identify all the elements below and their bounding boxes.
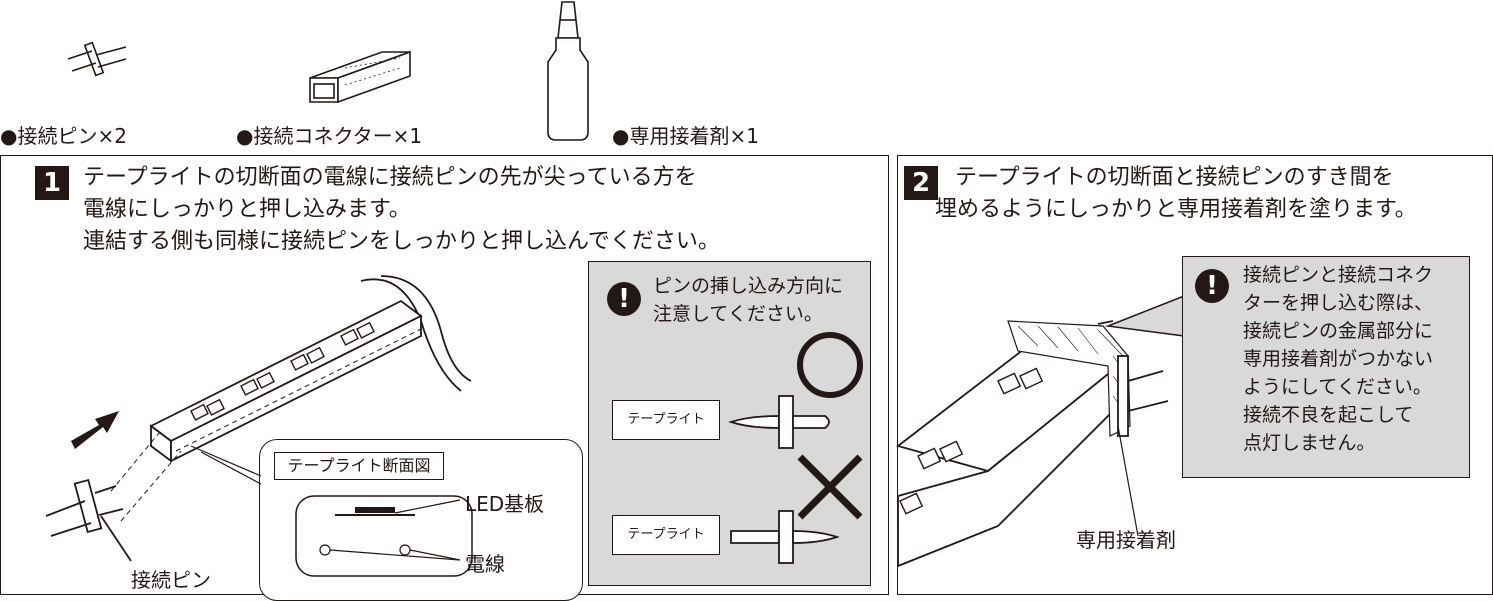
step2-panel: 2 テープライトの切断面と接続ピンのすき間を 埋めるようにしっかりと専用接着剤を… — [896, 155, 1493, 595]
wrong-pin-orientation — [730, 510, 840, 564]
connector-pin-illustration — [67, 41, 127, 77]
correct-tape-label: テープライト — [612, 400, 720, 440]
part-label-pin: ●接続ピン×2 — [0, 124, 127, 148]
warning-icon: ! — [1195, 269, 1229, 303]
step2-note-line4: 専用接着剤がつかない — [1243, 348, 1434, 370]
step2-note-line5: ようにしてください。 — [1243, 376, 1432, 398]
adhesive-application-illustration — [896, 320, 1169, 568]
adhesive-bottle-illustration — [547, 1, 589, 141]
tape-light-illustration — [45, 275, 472, 562]
step2-line1: テープライトの切断面と接続ピンのすき間を — [955, 165, 1394, 190]
cross-ng-icon — [797, 454, 863, 520]
step2-note-line1: 接続ピンと接続コネク — [1243, 264, 1434, 286]
part-label-adhesive: ●専用接着剤×1 — [612, 124, 759, 148]
warning-icon: ! — [607, 282, 641, 316]
push-arrow-icon — [71, 411, 119, 449]
step2-note-line2: ターを押し込む際は、 — [1243, 292, 1434, 314]
connector-illustration — [309, 50, 411, 104]
step1-note-box: ! ピンの挿し込み方向に 注意してください。 テープライト テープライト — [588, 261, 871, 586]
correct-pin-orientation — [728, 395, 830, 449]
circle-ok-icon — [797, 332, 863, 398]
step1-note-line2: 注意してください。 — [653, 303, 823, 325]
step1-line3: 連結する側も同様に接続ピンをしっかりと押し込んでください。 — [83, 229, 720, 254]
adhesive-callout: 専用接着剤 — [1076, 528, 1176, 552]
cross-section-title: テープライト断面図 — [274, 452, 444, 480]
step2-note-pointer — [1105, 294, 1186, 337]
cross-section-leaders — [329, 499, 461, 561]
step2-note-line7: 点灯しません。 — [1243, 432, 1376, 454]
pin-callout: 接続ピン — [131, 568, 211, 592]
step2-note-line3: 接続ピンの金属部分に — [1243, 320, 1434, 342]
cross-section-diagram — [295, 495, 473, 577]
step1-line2: 電線にしっかりと押し込みます。 — [83, 197, 411, 222]
step1-number: 1 — [35, 166, 69, 200]
wrong-tape-label: テープライト — [612, 515, 720, 555]
step1-note-line1: ピンの挿し込み方向に — [653, 275, 844, 297]
step2-note-line6: 接続不良を起こして — [1243, 404, 1414, 426]
cross-section-pointer — [190, 445, 262, 485]
wire-callout: 電線 — [465, 552, 505, 576]
step2-number: 2 — [904, 166, 938, 200]
part-label-connector: ●接続コネクター×1 — [236, 124, 423, 148]
step1-line1: テープライトの切断面の電線に接続ピンの先が尖っている方を — [83, 165, 697, 190]
step1-panel: 1 テープライトの切断面の電線に接続ピンの先が尖っている方を 電線にしっかりと押… — [0, 155, 889, 601]
step2-note-box: ! 接続ピンと接続コネク ターを押し込む際は、 接続ピンの金属部分に 専用接着剤… — [1182, 256, 1470, 478]
cross-section-box: テープライト断面図 LED基板 電線 — [259, 439, 583, 601]
step2-line2: 埋めるようにしっかりと専用接着剤を塗ります。 — [935, 197, 1417, 222]
led-board-callout: LED基板 — [465, 492, 545, 516]
